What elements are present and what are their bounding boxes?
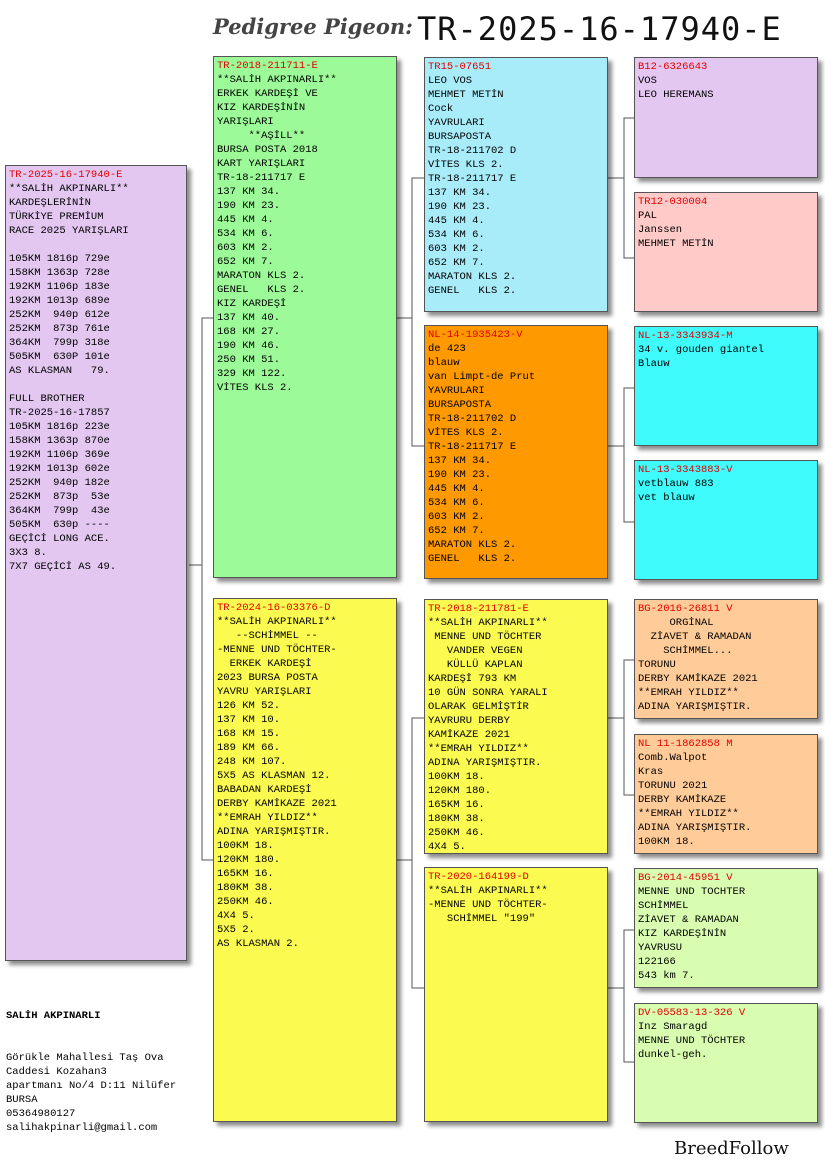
pigeon-sdd[interactable]: NL-13-3343883-V vetblauw 883 vet blauw xyxy=(634,460,818,580)
connector-sire xyxy=(397,177,424,447)
pigeon-main-notes: **SALİH AKPINARLI** KARDEŞLERİNİN TÜRKİY… xyxy=(9,183,129,573)
pigeon-sire-sire-ring: TR15-07651 xyxy=(428,61,492,73)
pigeon-sire-dam[interactable]: NL-14-1935423-V de 423 blauw van Limpt-d… xyxy=(424,325,608,579)
pigeon-sss[interactable]: B12-6326643 VOS LEO HEREMANS xyxy=(634,57,818,178)
pigeon-sire-sire[interactable]: TR15-07651 LEO VOS MEHMET METİN Cock YAV… xyxy=(424,57,608,312)
pigeon-ddd-ring: DV-05583-13-326 V xyxy=(638,1007,746,1019)
pigeon-dam-sire-notes: **SALİH AKPINARLI** MENNE UND TÖCHTER VA… xyxy=(428,617,548,853)
pigeon-dam-dam-ring: TR-2020-164199-D xyxy=(428,871,529,883)
pigeon-dss-ring: BG-2016-26811 V xyxy=(638,603,733,615)
pigeon-sire-dam-ring: NL-14-1935423-V xyxy=(428,329,523,341)
pigeon-ssd-ring: TR12-030004 xyxy=(638,196,708,208)
pigeon-dam-notes: **SALİH AKPINARLI** --SCHİMMEL -- -MENNE… xyxy=(217,616,337,950)
pigeon-sds-ring: NL-13-3343934-M xyxy=(638,330,733,342)
pigeon-dds-ring: BG-2014-45951 V xyxy=(638,872,733,884)
pigeon-dds[interactable]: BG-2014-45951 V MENNE UND TOCHTER SCHİMM… xyxy=(634,868,818,988)
pigeon-sire-sire-notes: LEO VOS MEHMET METİN Cock YAVRULARI BURS… xyxy=(428,75,517,297)
pigeon-dss-notes: ORGİNAL ZİAVET & RAMADAN SCHİMMEL... TOR… xyxy=(638,617,758,713)
pigeon-dam-sire[interactable]: TR-2018-211781-E **SALİH AKPINARLI** MEN… xyxy=(424,599,608,854)
breedfollow-logo: BreedFollow xyxy=(674,1138,789,1159)
pigeon-main-ring: TR-2025-16-17940-E xyxy=(9,169,123,181)
pigeon-dsd-notes: Comb.Walpot Kras TORUNU 2021 DERBY KAMİK… xyxy=(638,752,752,848)
pigeon-sds-notes: 34 v. gouden giantel Blauw xyxy=(638,344,765,370)
pigeon-dsd-ring: NL 11-1862858 M xyxy=(638,738,733,750)
header-label: Pedigree Pigeon: xyxy=(213,14,413,39)
pigeon-dds-notes: MENNE UND TOCHTER SCHİMMEL ZİAVET & RAMA… xyxy=(638,886,746,982)
connector-main xyxy=(189,317,213,861)
pigeon-ssd[interactable]: TR12-030004 PAL Janssen MEHMET METİN xyxy=(634,192,818,312)
pigeon-dam-dam[interactable]: TR-2020-164199-D **SALİH AKPINARLI** -ME… xyxy=(424,867,608,1122)
pigeon-sire-notes: **SALİH AKPINARLI** ERKEK KARDEŞİ VE KIZ… xyxy=(217,74,337,394)
pigeon-sire-dam-notes: de 423 blauw van Limpt-de Prut YAVRULARI… xyxy=(428,343,536,565)
pigeon-dam-sire-ring: TR-2018-211781-E xyxy=(428,603,529,615)
connector-dd xyxy=(608,929,634,1063)
pigeon-sdd-ring: NL-13-3343883-V xyxy=(638,464,733,476)
pigeon-sss-ring: B12-6326643 xyxy=(638,61,708,73)
pigeon-ddd[interactable]: DV-05583-13-326 V Inz Smaragd MENNE UND … xyxy=(634,1003,818,1123)
owner-info: SALİH AKPINARLI Görükle Mahallesi Taş Ov… xyxy=(6,981,176,1149)
pigeon-sds[interactable]: NL-13-3343934-M 34 v. gouden giantel Bla… xyxy=(634,326,818,446)
pigeon-dss[interactable]: BG-2016-26811 V ORGİNAL ZİAVET & RAMADAN… xyxy=(634,599,818,719)
pigeon-dsd[interactable]: NL 11-1862858 M Comb.Walpot Kras TORUNU … xyxy=(634,734,818,854)
connector-dam xyxy=(397,717,424,989)
pigeon-ssd-notes: PAL Janssen MEHMET METİN xyxy=(638,210,714,250)
pigeon-dam-ring: TR-2024-16-03376-D xyxy=(217,602,331,614)
pigeon-main[interactable]: TR-2025-16-17940-E **SALİH AKPINARLI** K… xyxy=(5,165,187,961)
owner-address: Görükle Mahallesi Taş Ova Caddesi Kozaha… xyxy=(6,1052,177,1134)
pigeon-sire-ring: TR-2018-211711-E xyxy=(217,60,318,72)
pigeon-dam-dam-notes: **SALİH AKPINARLI** -MENNE UND TÖCHTER- … xyxy=(428,885,548,925)
connector-ds xyxy=(608,659,634,796)
owner-name: SALİH AKPINARLI xyxy=(6,1010,101,1022)
pigeon-sss-notes: VOS LEO HEREMANS xyxy=(638,75,714,101)
connector-ss xyxy=(608,117,634,259)
connector-sd xyxy=(608,387,634,523)
pigeon-dam[interactable]: TR-2024-16-03376-D **SALİH AKPINARLI** -… xyxy=(213,598,397,1122)
pigeon-ddd-notes: Inz Smaragd MENNE UND TÖCHTER dunkel-geh… xyxy=(638,1021,746,1061)
pigeon-sire[interactable]: TR-2018-211711-E **SALİH AKPINARLI** ERK… xyxy=(213,56,397,578)
header-ring-number: TR-2025-16-17940-E xyxy=(417,10,782,48)
pigeon-sdd-notes: vetblauw 883 vet blauw xyxy=(638,478,714,504)
